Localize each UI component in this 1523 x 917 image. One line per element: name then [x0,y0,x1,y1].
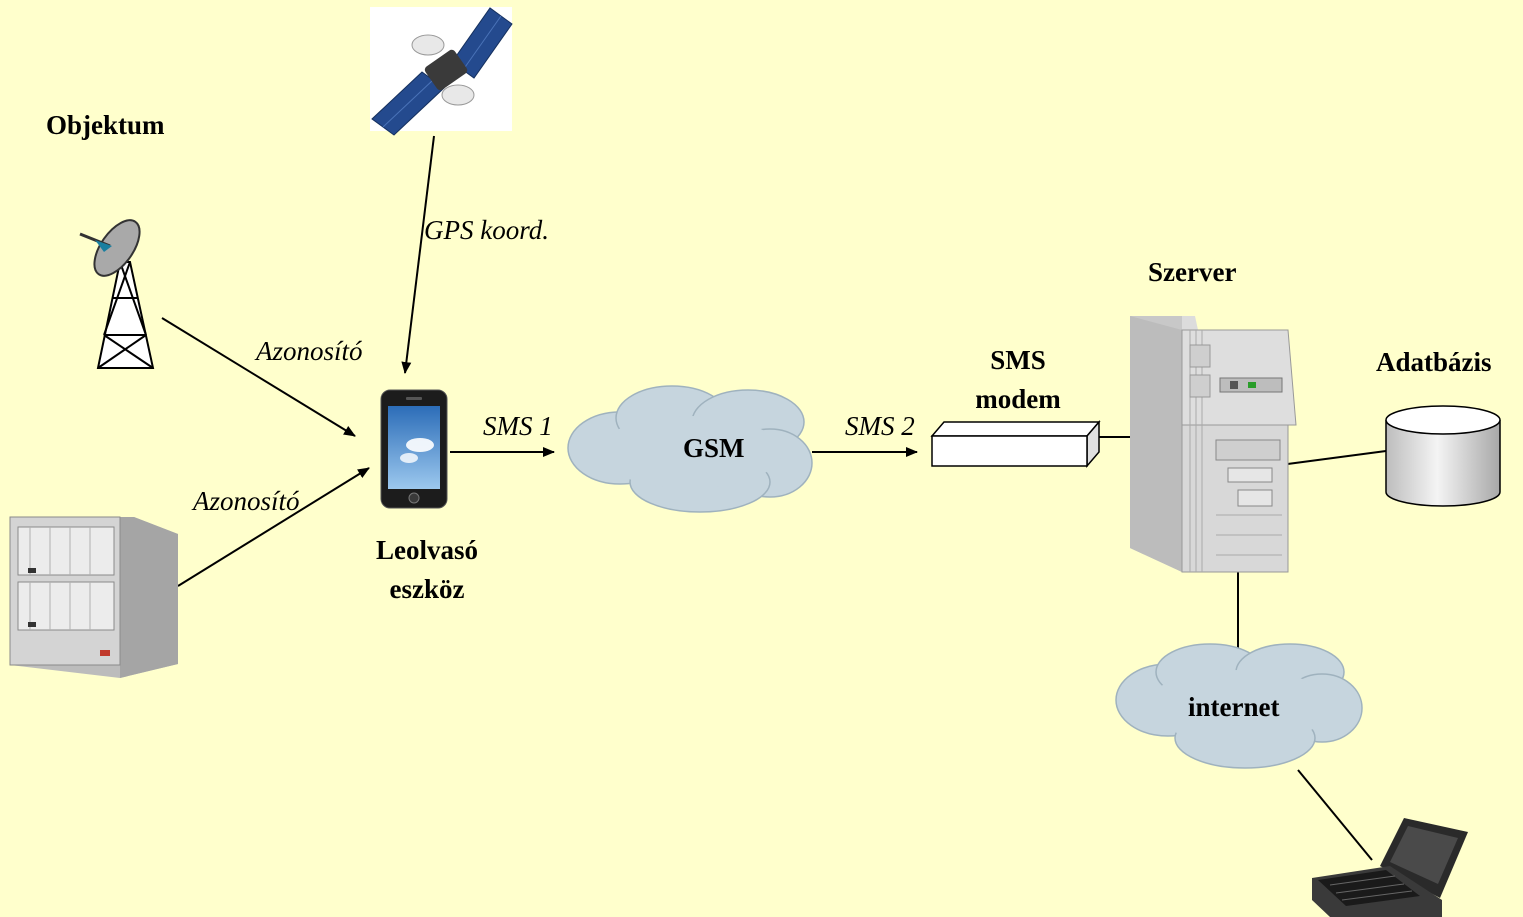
gps-connector [401,135,435,374]
sms1-label: SMS 1 [483,411,553,441]
internet-label: internet [1188,692,1280,722]
sms-modem-icon [930,419,1101,469]
satellite-icon [370,7,513,136]
gsm-label: GSM [683,433,745,463]
database-icon [1385,405,1501,507]
server-database-connector [1279,450,1387,466]
sms-modem-label-line2: modem [975,384,1061,414]
sms2-label: SMS 2 [845,411,915,441]
database-label: Adatbázis [1376,347,1492,377]
laptop-icon [1312,818,1468,917]
sms-modem-label-line1: SMS [990,345,1046,375]
reader-device-label-line2: eszköz [389,574,465,604]
reader-device-label-line1: Leolvasó [375,535,478,565]
gsm-cloud [567,385,813,513]
identifier-label-antenna: Azonosító [256,336,363,366]
server-icon [1130,316,1297,573]
server-label: Szerver [1148,257,1237,287]
identifier-label-cabinet: Azonosító [193,486,300,516]
cabinet-connector [177,467,370,587]
internet-cloud [1115,643,1363,769]
internet-laptop-connector [1297,769,1373,861]
object-label: Objektum [46,110,165,140]
cabinet-icon [9,516,178,678]
gps-coordinates-label: GPS koord. [424,215,549,245]
smartphone-icon [380,389,448,509]
antenna-icon [79,219,155,369]
antenna-connector [161,317,356,437]
